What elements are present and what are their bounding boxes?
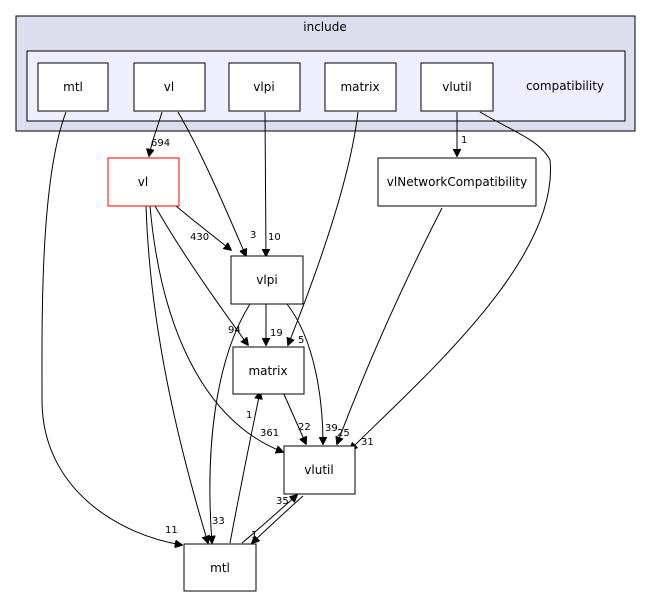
edge-vlpi-to-vlutil [286,303,323,444]
edge-inc-vl-to-vl [149,111,163,156]
node-vlpi[interactable]: vlpi [230,255,304,305]
edges [41,111,551,545]
node-include-vlutil[interactable]: vlutil [420,62,494,112]
node-include-mtl-label: mtl [63,80,83,94]
edge-label-vlpi-matrix: 19 [270,328,283,339]
edge-label-vl-matrix: 94 [228,325,241,336]
edge-label-vlutil-mtl: 1 [251,530,257,541]
node-vl-label: vl [138,175,148,189]
edge-inc-vl-to-vlpi [177,111,246,256]
node-include-matrix[interactable]: matrix [324,62,397,112]
node-include-vlpi-label: vlpi [253,80,274,94]
node-vlpi-label: vlpi [256,273,277,287]
edge-label-vl-vlutil: 361 [260,428,279,439]
edge-inc-vlpi-to-vlpi [265,111,266,256]
edge-vlpi-to-mtl [210,303,251,543]
edge-labels: 694 1 430 3 10 94 19 5 361 1 22 39 25 31… [151,135,467,541]
edge-mtl-to-matrix [229,392,260,544]
edge-inc-mtl-to-mtl [41,111,182,545]
edge-label-inc-mtl-mtl: 11 [165,525,178,536]
node-mtl-label: mtl [210,561,230,575]
edge-mtl-to-vlutil [241,495,297,544]
edge-label-inc-vlutil-vlutil: 31 [361,437,374,448]
edge-matrix-to-vlutil [282,391,306,444]
edge-vl-to-mtl [145,205,208,543]
node-matrix-label: matrix [248,364,287,378]
node-vlnetworkcompatibility[interactable]: vlNetworkCompatibility [377,157,537,207]
node-include-mtl[interactable]: mtl [37,62,109,112]
cluster-compatibility-label: compatibility [526,79,604,93]
node-include-matrix-label: matrix [340,80,379,94]
edge-label-inc-vl-vl: 694 [151,138,170,149]
edge-label-mtl-vlutil: 35 [276,496,289,507]
node-vl[interactable]: vl [107,157,180,207]
node-matrix[interactable]: matrix [232,346,305,395]
edge-vlutil-to-mtl [252,495,304,543]
edge-label-mtl-matrix: 1 [246,410,252,421]
edge-inc-vlutil-to-vlutil [350,111,551,450]
node-mtl[interactable]: mtl [183,543,257,592]
cluster-include-label: include [303,20,346,34]
node-include-vl[interactable]: vl [133,62,206,112]
edge-label-inc-matrix-matrix: 5 [298,335,304,346]
edge-label-vlpi-vlutil: 39 [325,423,338,434]
edge-label-matrix-vlutil: 22 [298,422,311,433]
node-vlnetworkcompatibility-label: vlNetworkCompatibility [387,175,527,189]
edge-label-inc-vlutil-vlnetwork: 1 [461,135,467,146]
edge-label-inc-vl-vlpi: 3 [250,230,256,241]
node-include-vlpi[interactable]: vlpi [228,62,301,112]
edge-vl-to-vlpi [175,205,231,250]
edge-label-vlnetwork-vlutil: 25 [337,428,350,439]
node-include-vlutil-label: vlutil [442,80,471,94]
edge-vlnetwork-to-vlutil [337,207,443,444]
edge-label-inc-vlpi-vlpi: 10 [268,232,281,243]
node-include-vl-label: vl [164,80,174,94]
edge-label-vl-vlpi-mtl: 33 [212,516,225,527]
edge-label-vl-vlpi: 430 [190,232,209,243]
node-vlutil[interactable]: vlutil [283,445,356,495]
node-vlutil-label: vlutil [304,463,333,477]
edge-inc-matrix-to-matrix [288,111,359,345]
edge-vl-to-vlutil [149,205,283,452]
